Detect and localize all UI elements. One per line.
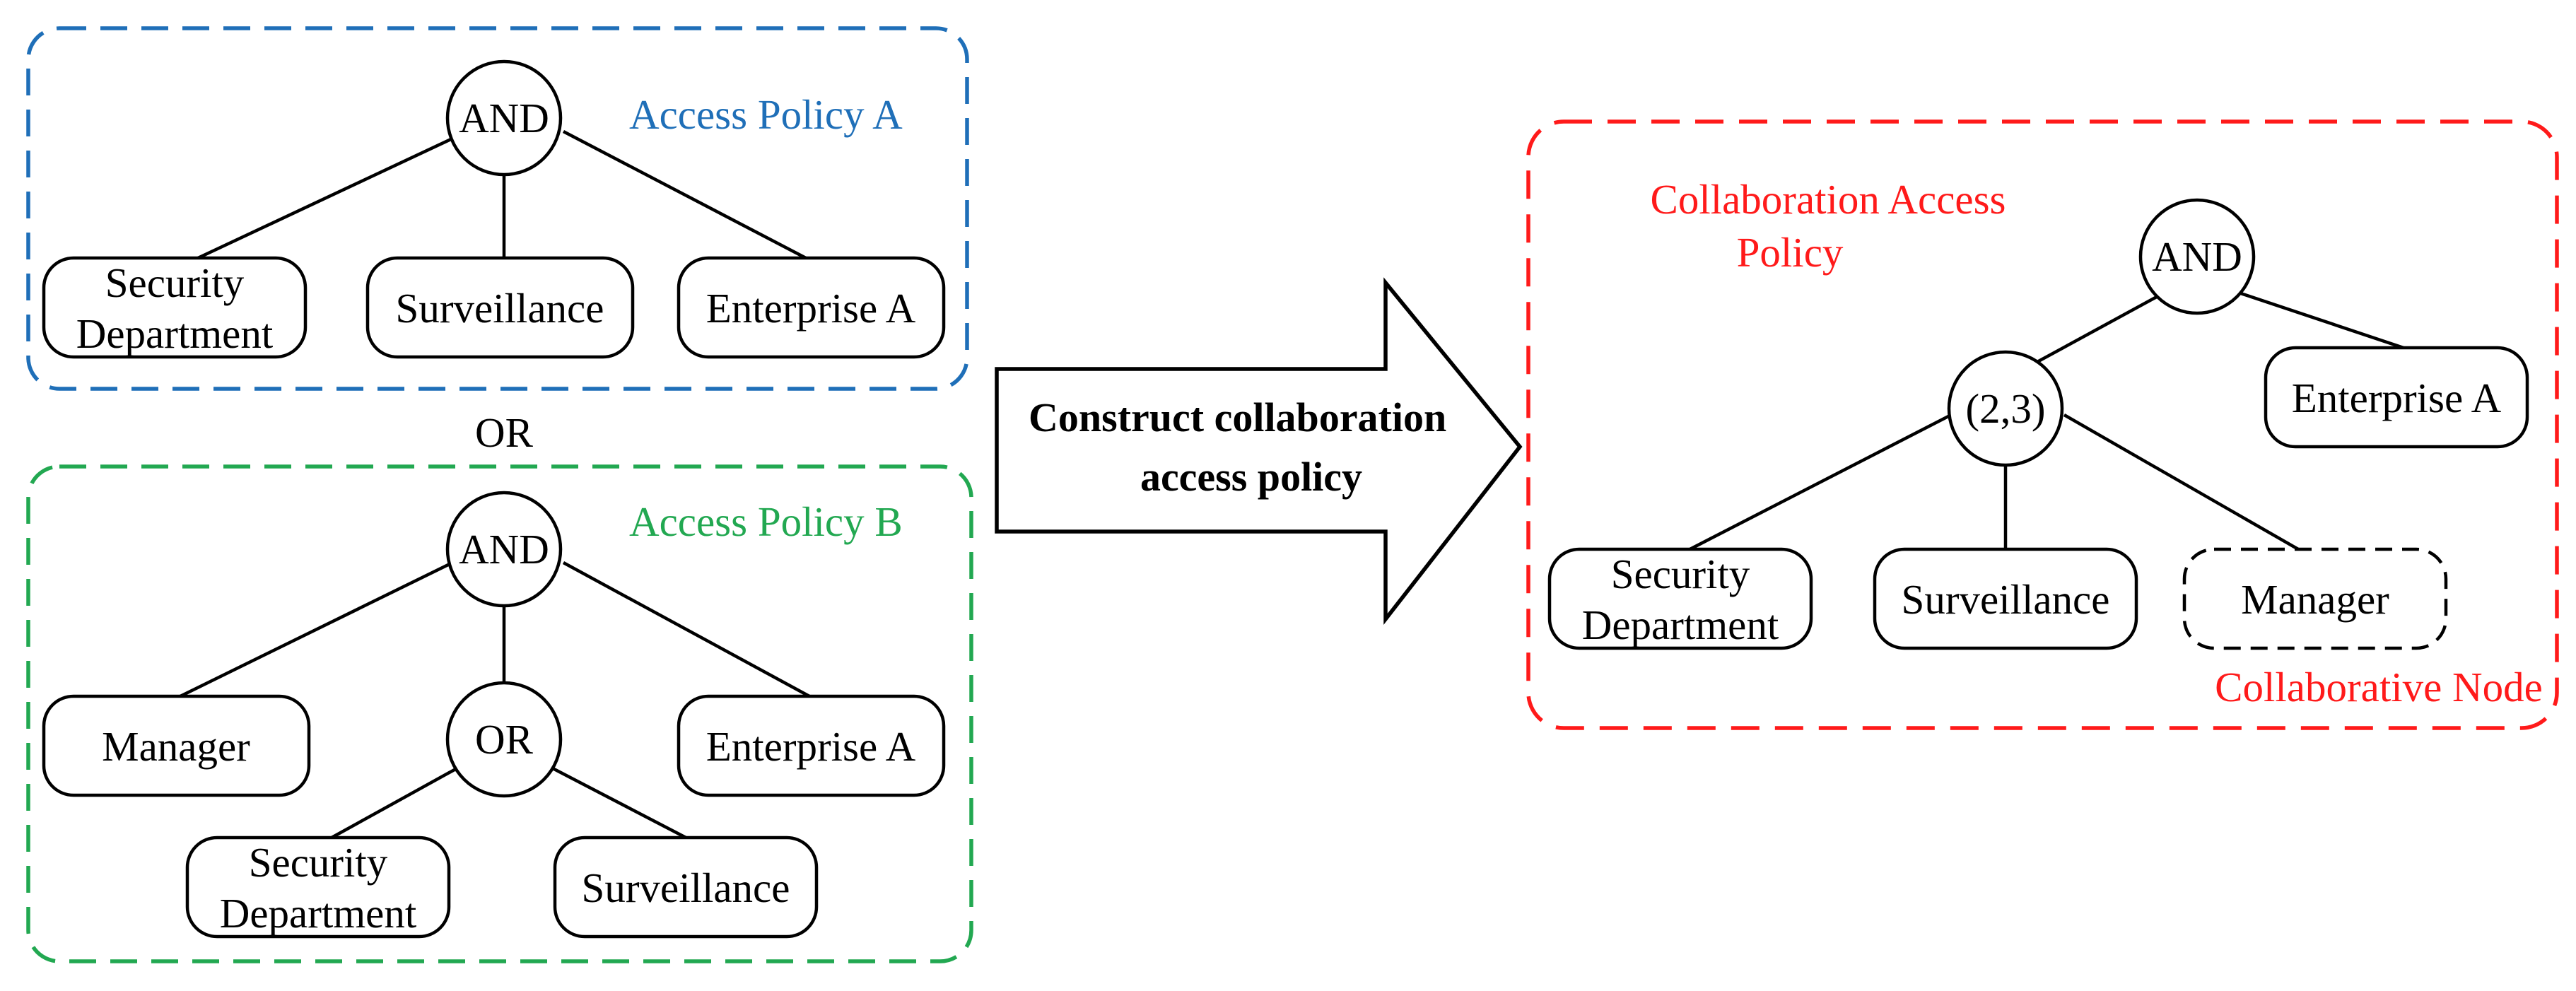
policy-a-enterprise-node	[677, 256, 946, 359]
policy-a-edge-enterprise	[562, 130, 807, 259]
construct-arrow	[995, 277, 1523, 626]
collaborative-node-label: Collaborative Node	[2215, 664, 2543, 710]
policy-a-and-label: AND	[459, 95, 549, 141]
collaboration-policy-title-2: Policy	[1737, 229, 1844, 276]
construct-arrow-group: Construct collaboration access policy	[995, 277, 1523, 626]
policy-a-and-gate	[445, 59, 563, 177]
arrow-text-line-2: access policy	[1140, 454, 1362, 500]
policy-a-enterprise-label: Enterprise A	[706, 285, 916, 332]
policy-a-security-node	[42, 256, 308, 359]
collaboration-policy-group: Collaboration Access Policy AND (2,3) En…	[1526, 119, 2559, 730]
policy-b-edge-enterprise	[562, 561, 811, 698]
policy-a-surveillance-label: Surveillance	[396, 285, 604, 332]
arrow-text-line-1: Construct collaboration	[1029, 394, 1446, 440]
collab-threshold-label: (2,3)	[1965, 385, 2045, 432]
collab-security-label-1: Security	[1611, 551, 1750, 597]
policy-b-or-label: OR	[475, 716, 534, 763]
policy-b-manager-label: Manager	[102, 723, 250, 770]
policy-b-and-label: AND	[459, 526, 549, 573]
policy-b-edge-surveillance	[549, 766, 694, 843]
collaboration-policy-frame	[1526, 119, 2559, 730]
collab-and-label: AND	[2152, 233, 2242, 280]
policy-b-surveillance-label: Surveillance	[582, 864, 790, 911]
access-policy-a-group: Access Policy A AND Security Department …	[26, 26, 969, 391]
policy-b-enterprise-label: Enterprise A	[706, 723, 916, 770]
policy-b-security-label-2: Department	[220, 890, 417, 937]
access-policy-a-frame	[26, 26, 969, 391]
policy-b-and-gate	[445, 491, 563, 608]
collab-manager-node	[2182, 547, 2448, 650]
collab-and-gate	[2138, 198, 2256, 315]
collab-edge-security	[1678, 413, 1953, 557]
policy-a-surveillance-node	[365, 256, 635, 359]
policy-b-edge-manager	[180, 561, 453, 698]
policy-a-security-label-1: Security	[105, 259, 245, 306]
collab-edge-manager	[2063, 414, 2309, 556]
collaboration-policy-title-1: Collaboration Access	[1650, 176, 2006, 223]
collab-enterprise-label: Enterprise A	[2292, 375, 2502, 421]
access-policy-b-group: Access Policy B AND OR Manager Enterpris…	[26, 464, 973, 963]
policies-or-label: OR	[475, 409, 534, 456]
policy-a-security-label-2: Department	[76, 310, 274, 357]
collab-security-node	[1547, 547, 1813, 650]
collab-enterprise-node	[2264, 346, 2529, 449]
collab-surveillance-node	[1873, 547, 2138, 650]
collab-manager-label: Manager	[2241, 576, 2389, 623]
collab-surveillance-label: Surveillance	[1902, 576, 2110, 623]
collab-threshold-gate	[1947, 350, 2064, 467]
policy-b-surveillance-node	[553, 835, 819, 939]
policy-a-edge-security	[197, 136, 453, 260]
policy-b-security-node	[185, 835, 451, 939]
policy-b-edge-security	[324, 766, 461, 843]
policy-b-security-label-1: Security	[249, 839, 388, 886]
access-policy-b-title: Access Policy B	[629, 498, 903, 545]
access-policy-b-frame	[26, 464, 973, 963]
access-policy-a-title: Access Policy A	[629, 91, 903, 138]
collab-security-label-2: Department	[1582, 602, 1779, 648]
policy-b-enterprise-node	[677, 694, 946, 797]
policy-b-manager-node	[42, 694, 311, 797]
policy-b-or-gate	[445, 681, 563, 798]
collab-edge-threshold	[2035, 292, 2165, 364]
